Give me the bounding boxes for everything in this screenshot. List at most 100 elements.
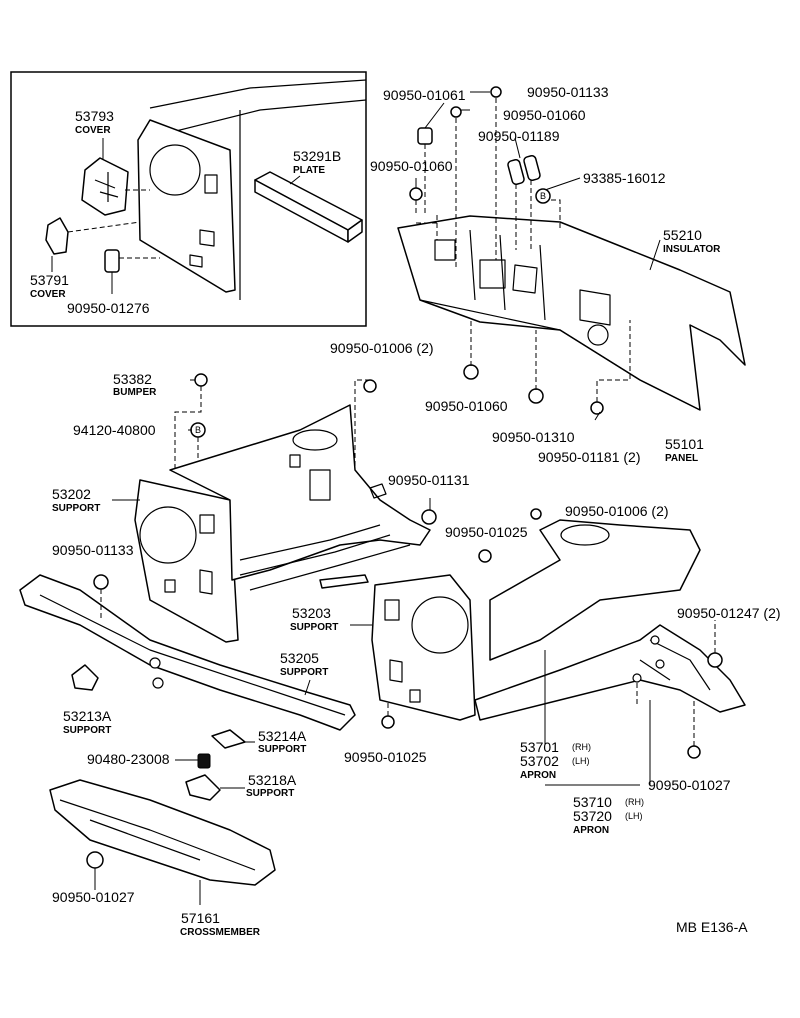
- label-53213a: 53213A: [63, 708, 112, 724]
- label-53203: 53203: [292, 605, 331, 621]
- label-90950-01189: 90950-01189: [478, 128, 560, 144]
- inset-panel-holes: [189, 174, 218, 268]
- grommet-90950-01061: [417, 127, 433, 145]
- small-bracket: [319, 574, 369, 589]
- bolt-b-upper: [535, 188, 551, 204]
- label-53202-name: SUPPORT: [52, 503, 100, 514]
- label-53205: 53205: [280, 650, 319, 666]
- label-53791-name: COVER: [30, 289, 66, 300]
- bolt-90480-23008-shape: [197, 753, 211, 769]
- grommet-90950-01133b: [93, 574, 109, 590]
- label-53793: 53793: [75, 108, 114, 124]
- grommet-90950-01025b: [381, 715, 395, 729]
- label-53214a: 53214A: [258, 728, 307, 744]
- label-53710-suffix: (RH): [625, 797, 644, 807]
- apron-left-body: [169, 404, 431, 581]
- label-53382-name: BUMPER: [113, 387, 157, 398]
- crossmember-leaders: [94, 868, 201, 905]
- support-53205-shape: [19, 574, 356, 731]
- label-90950-01027b: 90950-01027: [52, 889, 135, 905]
- label-90950-01060b: 90950-01060: [370, 158, 453, 174]
- left-leaders: [112, 379, 431, 515]
- cover-53793-detail: [94, 172, 119, 202]
- support-53205-edge: [39, 594, 346, 716]
- crossmember-57161-shape: [49, 779, 276, 886]
- label-53218a: 53218A: [248, 772, 297, 788]
- small-supports: [71, 664, 255, 801]
- label-55210: 55210: [663, 227, 702, 243]
- label-90950-01247: 90950-01247 (2): [677, 605, 781, 621]
- label-53291b: 53291B: [293, 148, 341, 164]
- right-leaders: [544, 650, 651, 786]
- right-apron-assembly: [474, 519, 746, 786]
- support-53213a-shape: [71, 664, 99, 691]
- label-53701-suffix: (RH): [572, 742, 591, 752]
- label-53213a-name: SUPPORT: [63, 725, 111, 736]
- label-90950-01276: 90950-01276: [67, 300, 150, 316]
- label-53793-name: COVER: [75, 125, 111, 136]
- panel-leaders: [415, 91, 661, 421]
- support-53202-shape: [134, 479, 239, 643]
- support-53205-hole-b: [152, 677, 164, 689]
- label-53701: 53701: [520, 739, 559, 755]
- label-90950-01025b: 90950-01025: [344, 749, 427, 765]
- label-53720: 53720: [573, 808, 612, 824]
- panel-cutouts: [434, 239, 611, 326]
- crossmember-assembly: [49, 779, 276, 905]
- inset-leaders: [51, 138, 301, 294]
- grommet-90950-01006b: [530, 508, 542, 520]
- label-53720-suffix: (LH): [625, 811, 643, 821]
- label-90950-01006b: 90950-01006 (2): [565, 503, 669, 519]
- label-57161-name: CROSSMEMBER: [180, 927, 261, 938]
- label-90950-01133: 90950-01133: [527, 84, 609, 100]
- label-53702-name: APRON: [520, 770, 556, 781]
- left-dashed-leaders: [174, 386, 202, 470]
- label-53702-suffix: (LH): [572, 756, 590, 766]
- label-55210-name: INSULATOR: [663, 244, 721, 255]
- dash-panel-assembly: [354, 86, 746, 490]
- center-support-assembly: [319, 574, 476, 729]
- inset-detail: [10, 71, 367, 327]
- label-55101-name: PANEL: [665, 453, 698, 464]
- insulator-55210-shape: [397, 215, 746, 411]
- grommet-90950-01027b: [86, 851, 104, 869]
- bolt-b-lower-label: B: [195, 425, 201, 435]
- support-53214a-shape: [211, 729, 246, 749]
- inset-support-panel: [137, 119, 236, 293]
- label-53720-name: APRON: [573, 825, 609, 836]
- cover-53791-shape: [45, 217, 69, 255]
- label-90950-01181: 90950-01181 (2): [538, 449, 640, 465]
- label-93385-16012: 93385-16012: [583, 170, 666, 186]
- label-53382: 53382: [113, 371, 152, 387]
- panel-dashed-leaders: [354, 98, 631, 490]
- grommet-90950-01310: [528, 388, 544, 404]
- grommet-90950-01027a: [687, 745, 701, 759]
- inset-body-lines: [149, 79, 367, 300]
- grommet-90950-01133: [490, 86, 502, 98]
- grommet-90950-01247: [707, 652, 723, 668]
- grommet-90950-01060c: [463, 364, 479, 380]
- label-53203-name: SUPPORT: [290, 622, 338, 633]
- apron-left-cutouts: [289, 454, 387, 501]
- grommet-90950-01189a: [507, 159, 525, 185]
- apron-53710-shape: [474, 624, 746, 721]
- grommet-90950-01060b: [409, 187, 423, 201]
- diagram-code: MB E136-A: [676, 919, 748, 935]
- label-53218a-name: SUPPORT: [246, 788, 294, 799]
- inset-dashed-leaders: [67, 189, 160, 259]
- label-90950-01025a: 90950-01025: [445, 524, 528, 540]
- label-53791: 53791: [30, 272, 69, 288]
- clip-90950-01276-shape: [104, 249, 120, 273]
- apron-53710-hole-b: [655, 659, 665, 669]
- label-90950-01061: 90950-01061: [383, 87, 466, 103]
- right-dashed-leaders: [636, 620, 716, 746]
- label-53291b-name: PLATE: [293, 165, 325, 176]
- cross-leader: [304, 679, 311, 696]
- label-90950-01133b: 90950-01133: [52, 542, 134, 558]
- apron-53710-hole-c: [632, 673, 642, 683]
- label-53710: 53710: [573, 794, 612, 810]
- support-53202-cutouts: [164, 514, 215, 595]
- grommet-90950-01189b: [523, 155, 541, 181]
- crossmember-detail: [59, 799, 256, 871]
